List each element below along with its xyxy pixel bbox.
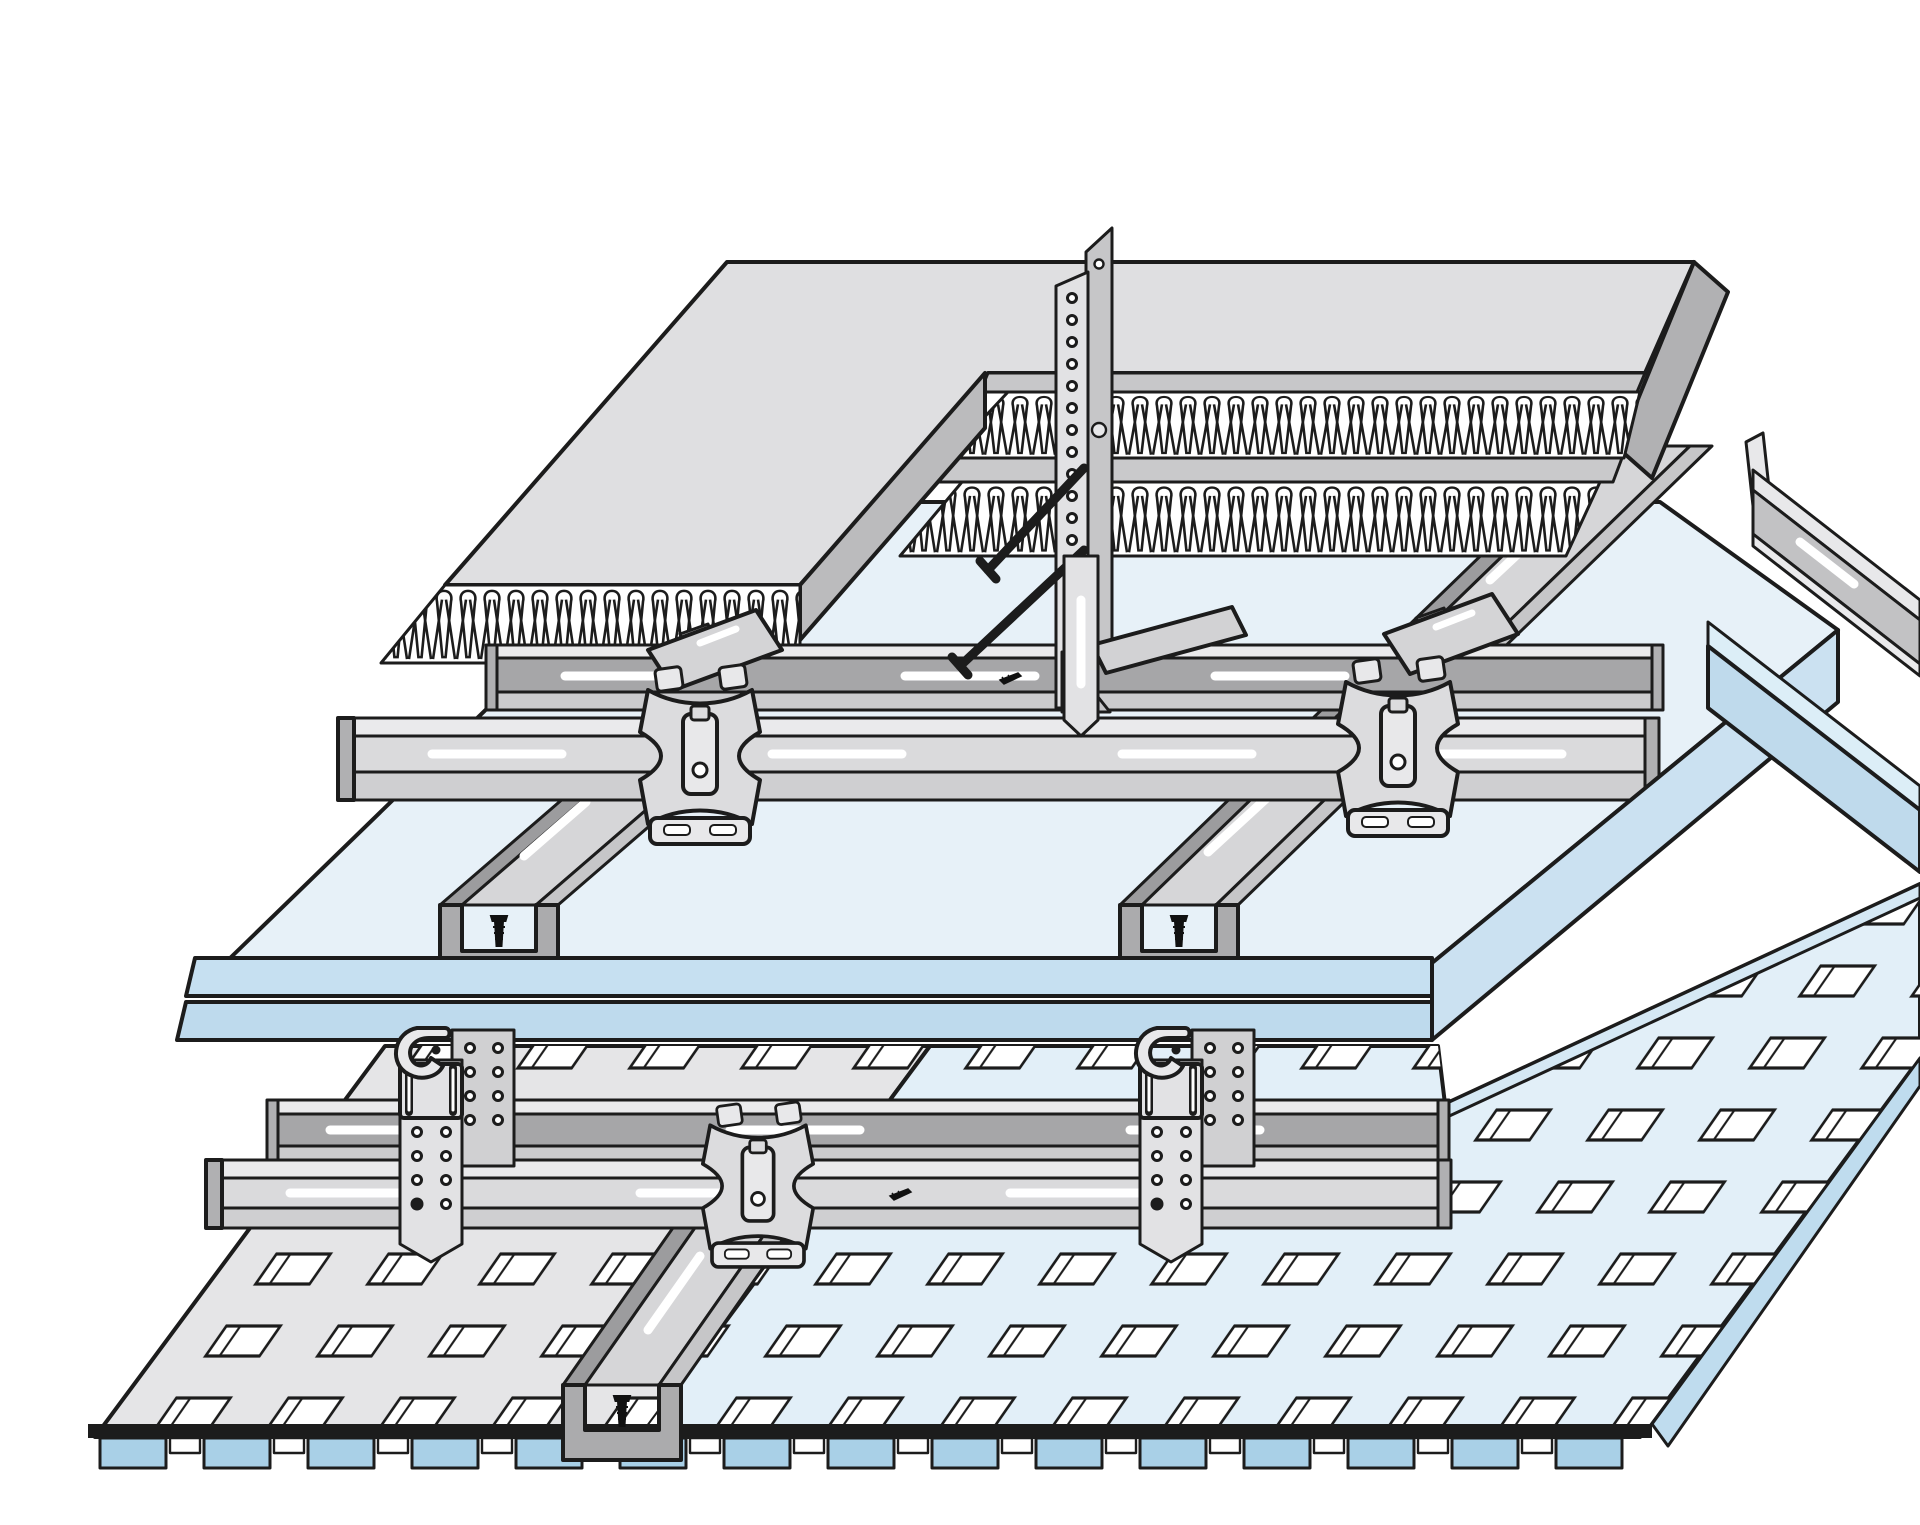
board-layer-1-edge	[184, 956, 1434, 998]
channel-end-cap	[265, 1098, 280, 1164]
edge-trim-assembly	[1706, 431, 1920, 874]
strap-hole	[1093, 258, 1105, 270]
locking-pin-hole	[1150, 1197, 1164, 1211]
concrete-slab-assembly	[379, 260, 1730, 665]
tooth-gap-row	[168, 1436, 1554, 1455]
channel-section-face	[561, 1383, 683, 1462]
edge-board-top	[1706, 620, 1920, 812]
edge-channel-web	[1751, 488, 1920, 666]
strap-hanger-left	[396, 1028, 516, 1264]
panel-front-edge	[88, 1424, 1652, 1470]
mineral-wool-strip-lower	[898, 480, 1602, 558]
strap-hanger-right	[1136, 1028, 1256, 1264]
edge-channel-flange	[1751, 532, 1920, 678]
hanger-bolt	[1090, 421, 1108, 439]
edge-channel-lip	[1751, 468, 1920, 622]
anchor-screw	[975, 463, 1089, 584]
channel-end-cap	[484, 643, 499, 712]
channel-end-cap	[1436, 1158, 1453, 1230]
panel-right-edge-band	[1650, 1056, 1920, 1448]
mineral-wool-strip-upper	[944, 390, 1642, 460]
panel-front-edge-line	[88, 1424, 1652, 1438]
castellated-teeth	[98, 1436, 1624, 1470]
channel-end-cap	[1436, 1098, 1451, 1164]
hanger-foot-bracket	[1090, 605, 1248, 675]
channel-end-cap	[204, 1158, 224, 1230]
locking-pin-hole	[410, 1197, 424, 1211]
lower-channel-front	[204, 1158, 1453, 1230]
slab-shadow-band	[926, 456, 1624, 484]
slab-end-face	[1616, 260, 1730, 480]
top-direct-hanger	[947, 226, 1248, 738]
tooth-row	[98, 1436, 1624, 1470]
edge-board-front	[1706, 644, 1920, 874]
channel-end-cap	[1650, 643, 1665, 712]
channel-end-cap	[336, 716, 356, 802]
